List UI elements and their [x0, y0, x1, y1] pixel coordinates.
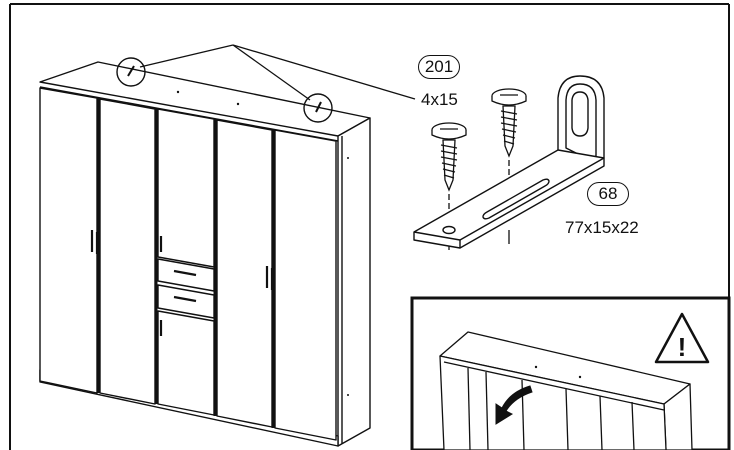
- screw-location-circle-right: [303, 93, 333, 123]
- tilt-arrow-icon: [495, 385, 533, 425]
- wardrobe-door-4: [216, 119, 273, 428]
- door-handles: [90, 230, 274, 336]
- wardrobe-door-3-lower: [157, 310, 215, 416]
- pointer-lines: [139, 44, 416, 101]
- screw-location-circle-left: [116, 57, 146, 87]
- warning-symbol: !: [678, 332, 687, 362]
- wardrobe: [39, 57, 371, 447]
- part-size-201: 4x15: [421, 90, 458, 109]
- angle-bracket-icon: [413, 75, 605, 249]
- wardrobe-door-1: [39, 87, 98, 394]
- warning-icon: !: [654, 312, 710, 364]
- wardrobe-door-2: [99, 98, 156, 405]
- screw-icon: [431, 88, 527, 250]
- part-number-68: 68: [587, 182, 629, 206]
- wardrobe-door-5: [274, 129, 337, 441]
- part-number-201: 201: [418, 55, 460, 79]
- wardrobe-side-panel: [337, 117, 371, 447]
- wardrobe-door-3-upper: [157, 108, 215, 268]
- warning-inset: !: [410, 296, 731, 450]
- part-size-68: 77x15x22: [565, 218, 639, 237]
